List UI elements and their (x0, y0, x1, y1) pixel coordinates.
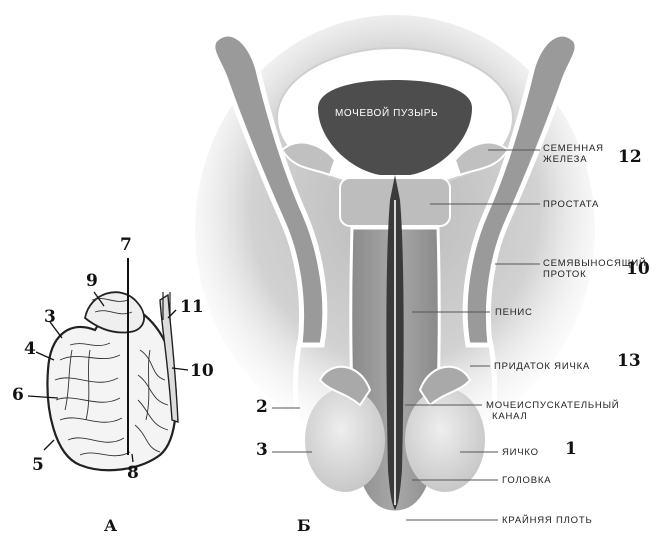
panel-a-number-5: 5 (32, 456, 44, 474)
panel-b-number-3: 3 (256, 441, 268, 459)
panel-b-caption: Б (297, 516, 311, 535)
panel-a-number-6: 6 (12, 386, 24, 404)
label-testis: ЯИЧКО (502, 447, 539, 458)
panel-a-number-3: 3 (44, 308, 56, 326)
panel-a-testis (28, 258, 188, 470)
label-urethra: МОЧЕИСПУСКАТЕЛЬНЫЙ КАНАЛ (486, 400, 619, 422)
panel-a-caption: А (104, 516, 117, 535)
label-penis: ПЕНИС (495, 307, 533, 318)
number-1: 1 (565, 440, 577, 458)
bladder-label: МОЧЕВОЙ ПУЗЫРЬ (335, 108, 438, 119)
panel-a-number-4: 4 (24, 340, 36, 358)
label-urethra-line2: КАНАЛ (486, 411, 619, 422)
label-urethra-line1: МОЧЕИСПУСКАТЕЛЬНЫЙ (486, 400, 619, 411)
label-prostate: ПРОСТАТА (543, 199, 599, 210)
panel-a-number-9: 9 (86, 272, 98, 290)
number-12: 12 (618, 148, 642, 166)
label-epididymis: ПРИДАТОК ЯИЧКА (494, 361, 590, 372)
panel-b-number-2: 2 (256, 398, 268, 416)
label-glans: ГОЛОВКА (502, 475, 551, 486)
panel-a-number-7: 7 (120, 236, 132, 254)
panel-a-number-8: 8 (127, 464, 139, 482)
label-seminal-gland-line1: СЕМЕННАЯ (543, 143, 604, 154)
label-foreskin: КРАЙНЯЯ ПЛОТЬ (502, 515, 593, 526)
label-seminal-gland: СЕМЕННАЯ ЖЕЛЕЗА (543, 143, 604, 165)
panel-a-number-10: 10 (190, 362, 214, 380)
number-10: 10 (626, 260, 650, 278)
number-13: 13 (617, 352, 641, 370)
label-seminal-gland-line2: ЖЕЛЕЗА (543, 154, 604, 165)
panel-a-number-11: 11 (180, 298, 204, 316)
